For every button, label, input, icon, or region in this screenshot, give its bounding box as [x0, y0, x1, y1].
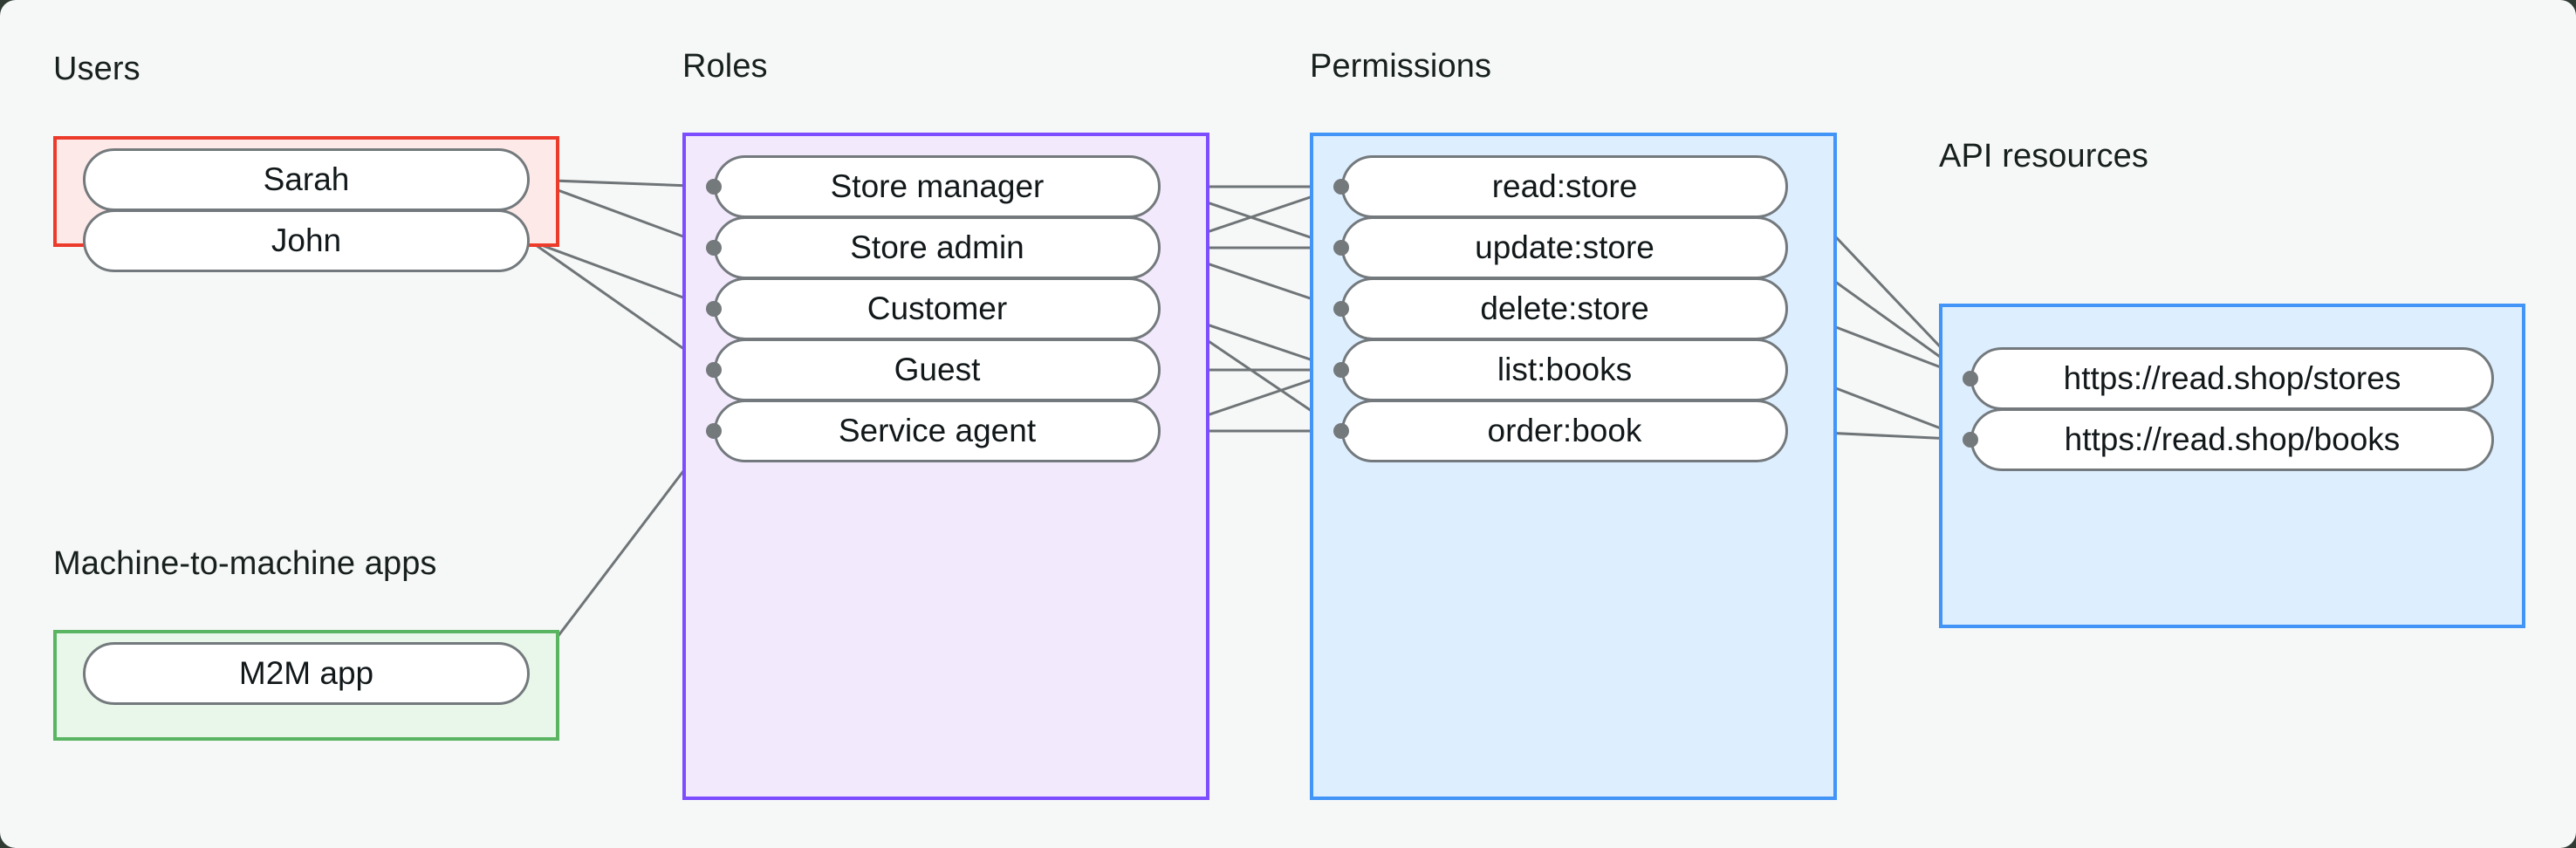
- node-sarah[interactable]: Sarah: [83, 148, 530, 211]
- node-read-store[interactable]: read:store: [1341, 155, 1788, 218]
- port-store-admin: [706, 240, 722, 256]
- port-order-book: [1333, 423, 1349, 439]
- node-delete-store[interactable]: delete:store: [1341, 277, 1788, 340]
- node-service-agent[interactable]: Service agent: [714, 400, 1161, 462]
- node-john[interactable]: John: [83, 209, 530, 272]
- group-label-users: Users: [53, 51, 140, 87]
- node-store-manager[interactable]: Store manager: [714, 155, 1161, 218]
- node-m2mapp[interactable]: M2M app: [83, 642, 530, 705]
- node-order-book[interactable]: order:book: [1341, 400, 1788, 462]
- port-res-books: [1963, 432, 1978, 448]
- group-label-roles: Roles: [682, 48, 768, 85]
- group-label-permissions: Permissions: [1310, 48, 1492, 85]
- node-res-books[interactable]: https://read.shop/books: [1970, 408, 2494, 471]
- port-store-manager: [706, 179, 722, 195]
- node-update-store[interactable]: update:store: [1341, 216, 1788, 279]
- group-label-api: API resources: [1939, 138, 2148, 174]
- port-read-store: [1333, 179, 1349, 195]
- port-service-agent: [706, 423, 722, 439]
- node-store-admin[interactable]: Store admin: [714, 216, 1161, 279]
- port-update-store: [1333, 240, 1349, 256]
- node-res-stores[interactable]: https://read.shop/stores: [1970, 347, 2494, 410]
- port-res-stores: [1963, 371, 1978, 386]
- port-delete-store: [1333, 301, 1349, 317]
- node-guest[interactable]: Guest: [714, 339, 1161, 401]
- port-list-books: [1333, 362, 1349, 378]
- port-guest: [706, 362, 722, 378]
- group-label-m2m: Machine-to-machine apps: [53, 545, 437, 582]
- port-customer: [706, 301, 722, 317]
- node-list-books[interactable]: list:books: [1341, 339, 1788, 401]
- node-customer[interactable]: Customer: [714, 277, 1161, 340]
